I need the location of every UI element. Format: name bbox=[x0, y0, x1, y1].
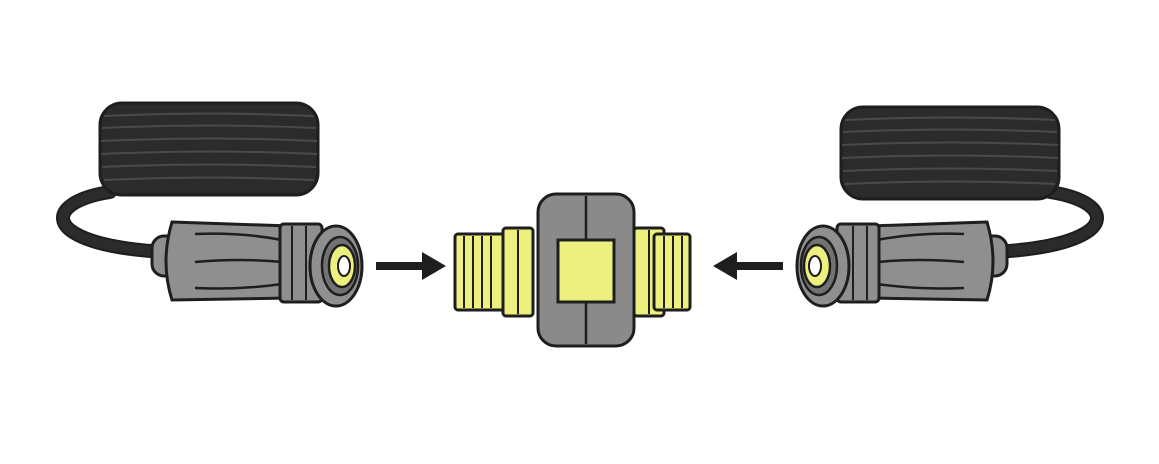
coupler-left-thread bbox=[453, 226, 535, 318]
hose-coupler-icon bbox=[453, 192, 692, 348]
right-hose-connector-icon bbox=[795, 220, 1009, 308]
right-hose bbox=[795, 105, 1104, 308]
coupler-body bbox=[536, 192, 636, 348]
right-hose-coil-icon bbox=[839, 105, 1061, 201]
arrow-left-icon bbox=[713, 252, 783, 280]
left-hose bbox=[56, 101, 364, 308]
coupler-right-thread bbox=[632, 226, 692, 318]
left-hose-coil-icon bbox=[98, 101, 320, 197]
arrow-right-icon bbox=[376, 252, 446, 280]
left-hose-connector-icon bbox=[150, 220, 364, 308]
